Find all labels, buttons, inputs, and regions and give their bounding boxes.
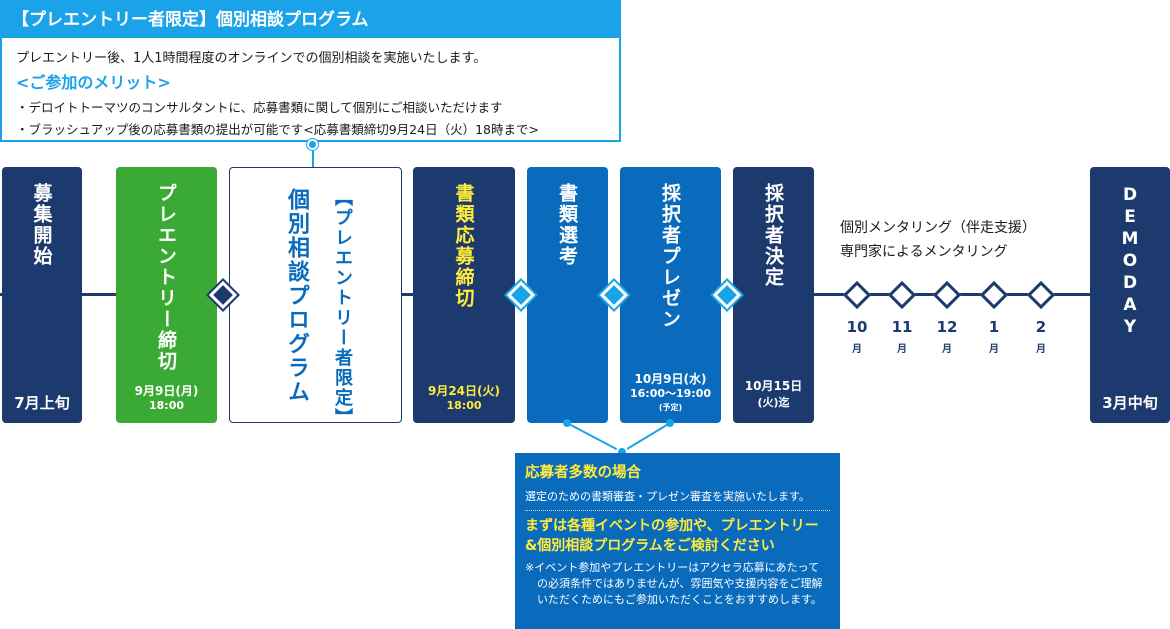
stage-date: 3月中旬 [1102,394,1158,412]
notice-connector-dot [666,419,674,427]
month-unit: 月 [897,344,907,355]
stage-label: 書類選考 [556,183,578,267]
stage-label: 採択者プレゼン [659,183,681,330]
stage-recruitment-start: 募集開始 7月上旬 [2,167,82,423]
month-unit: 月 [1036,344,1046,355]
info-box-connector-dot [307,139,318,150]
month-number: 10 [846,318,868,336]
month-number: 2 [1035,318,1047,336]
stage-selection-decision: 採択者決定 10月15日 (火)迄 [733,167,814,423]
stage-label: 個別相談プログラム [284,188,309,404]
stage-time: 18:00 [446,399,482,412]
stage-time: 18:00 [148,399,184,412]
month-number: 11 [891,318,913,336]
mentoring-month: 10 月 [842,318,872,355]
mentoring-month: 12 月 [932,318,962,355]
stage-label: 書類応募締切 [452,183,475,309]
stage-demoday: DEMODAY 3月中旬 [1090,167,1170,423]
stage-pre-entry-deadline: プレエントリー締切 9月9日(月) 18:00 [116,167,217,423]
stage-date: 7月上旬 [14,394,70,412]
notice-connector-line [566,422,623,453]
stage-label: プレエントリー締切 [155,183,177,372]
stage-date: 10月15日 [744,379,803,393]
notice-connector-dot [563,419,571,427]
stage-document-deadline: 書類応募締切 9月24日(火) 18:00 [413,167,515,423]
notice-title: 応募者多数の場合 [525,465,641,481]
month-unit: 月 [942,344,952,355]
stage-time: (火)迄 [757,396,790,409]
notice-connector-line [621,422,671,453]
month-unit: 月 [852,344,862,355]
mentoring-month: 1 月 [979,318,1009,355]
pre-entry-consultation-info-box: 【プレエントリー者限定】個別相談プログラム プレエントリー後、1人1時間程度のオ… [0,0,621,142]
stage-note: (予定) [658,403,683,412]
stage-label: 募集開始 [30,183,53,267]
mentoring-description: 個別メンタリング（伴走支援） 専門家によるメンタリング [840,216,1036,264]
mentoring-month: 11 月 [887,318,917,355]
mentoring-line-1: 個別メンタリング（伴走支援） [840,220,1036,236]
stage-label-bracket: 【プレエントリー者限定】 [332,188,353,428]
mentoring-month: 2 月 [1026,318,1056,355]
many-applicants-notice-box: 応募者多数の場合 選定のための書類審査・プレゼン審査を実施いたします。 まずは各… [515,453,840,629]
stage-document-screening: 書類選考 [527,167,608,423]
stage-label: 採択者決定 [762,183,784,288]
month-unit: 月 [989,344,999,355]
notice-note: ※イベント参加やプレエントリーはアクセラ応募にあたっての必須条件ではありませんが… [525,561,823,606]
stage-time: 16:00〜19:00 [629,387,712,400]
mentoring-line-2: 専門家によるメンタリング [840,244,1008,260]
info-box-merit-heading: <ご参加のメリット> [16,73,171,92]
info-box-title: 【プレエントリー者限定】個別相談プログラム [2,2,619,38]
stage-date: 10月9日(水) [634,372,707,386]
month-number: 12 [936,318,958,336]
month-number: 1 [988,318,1000,336]
stage-selection-presentation: 採択者プレゼン 10月9日(水) 16:00〜19:00 (予定) [620,167,721,423]
notice-highlight: まずは各種イベントの参加や、プレエントリー&個別相談プログラムをご検討ください [525,518,819,554]
info-box-bullet: ・ブラッシュアップ後の応募書類の提出が可能です<応募書類締切9月24日（火）18… [16,122,539,137]
info-box-connector [312,142,314,168]
info-box-intro: プレエントリー後、1人1時間程度のオンラインでの個別相談を実施いたします。 [16,51,487,66]
notice-subtitle: 選定のための書類審査・プレゼン審査を実施いたします。 [525,488,830,511]
stage-date: 9月9日(月) [134,384,199,398]
stage-consultation-program: 【プレエントリー者限定】 個別相談プログラム [229,167,402,428]
stage-date: 9月24日(火) [427,384,501,398]
stage-label: DEMODAY [1120,185,1140,339]
info-box-bullet: ・デロイトトーマツのコンサルタントに、応募書類に関して個別にご相談いただけます [16,100,503,115]
